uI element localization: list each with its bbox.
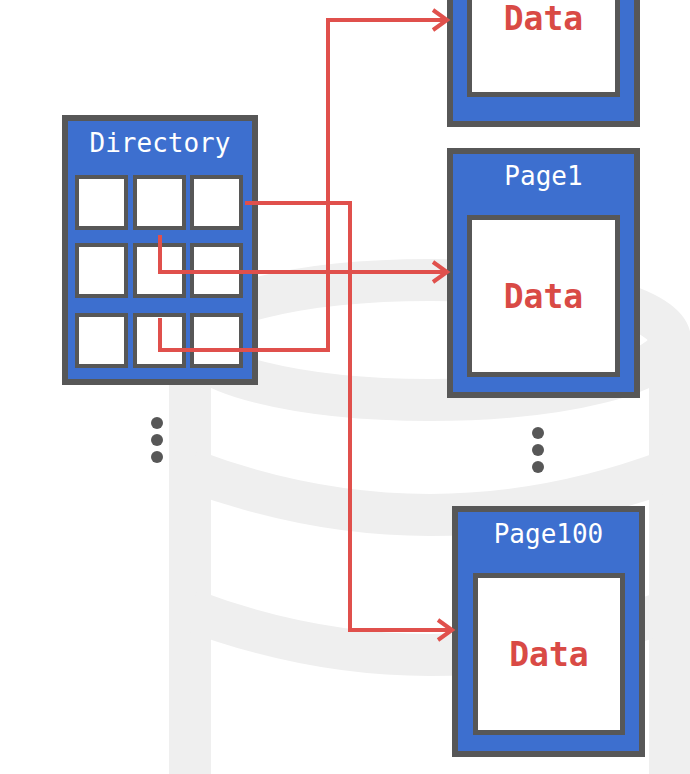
data-area: Data xyxy=(467,0,620,97)
arrow-head xyxy=(433,10,447,30)
data-label: Data xyxy=(504,0,583,38)
pointer-line xyxy=(160,235,447,272)
pointer-arrow xyxy=(160,235,447,282)
directory-slot xyxy=(190,313,243,368)
directory-slot xyxy=(75,175,128,230)
pointer-line xyxy=(245,203,452,630)
box-title: Page1 xyxy=(453,154,634,198)
watermark-sides xyxy=(190,340,670,774)
pointer-arrow xyxy=(245,203,452,640)
directory-slot xyxy=(75,313,128,368)
arrow-head xyxy=(433,262,447,282)
ellipsis-dot xyxy=(532,444,544,456)
ellipsis-dot xyxy=(151,451,163,463)
ellipsis-dot xyxy=(151,417,163,429)
data-label: Data xyxy=(504,277,583,316)
pointer-line xyxy=(160,20,447,350)
ellipsis-dot xyxy=(151,434,163,446)
ellipsis-dot xyxy=(532,461,544,473)
box-title: Page100 xyxy=(458,512,639,556)
data-area: Data xyxy=(473,573,625,735)
page-box: Data Page1 xyxy=(447,148,640,398)
pointer-arrow xyxy=(160,10,447,350)
box-title: Directory xyxy=(68,121,252,165)
page-box: Data Page100 xyxy=(452,506,645,757)
data-label: Data xyxy=(509,635,588,674)
arrow-head xyxy=(438,620,452,640)
directory-slot xyxy=(190,175,243,230)
ellipsis-dot xyxy=(532,427,544,439)
directory-slot xyxy=(133,175,186,230)
data-area: Data xyxy=(467,215,620,377)
page-box: Data xyxy=(447,0,640,127)
directory-slot xyxy=(75,243,128,298)
